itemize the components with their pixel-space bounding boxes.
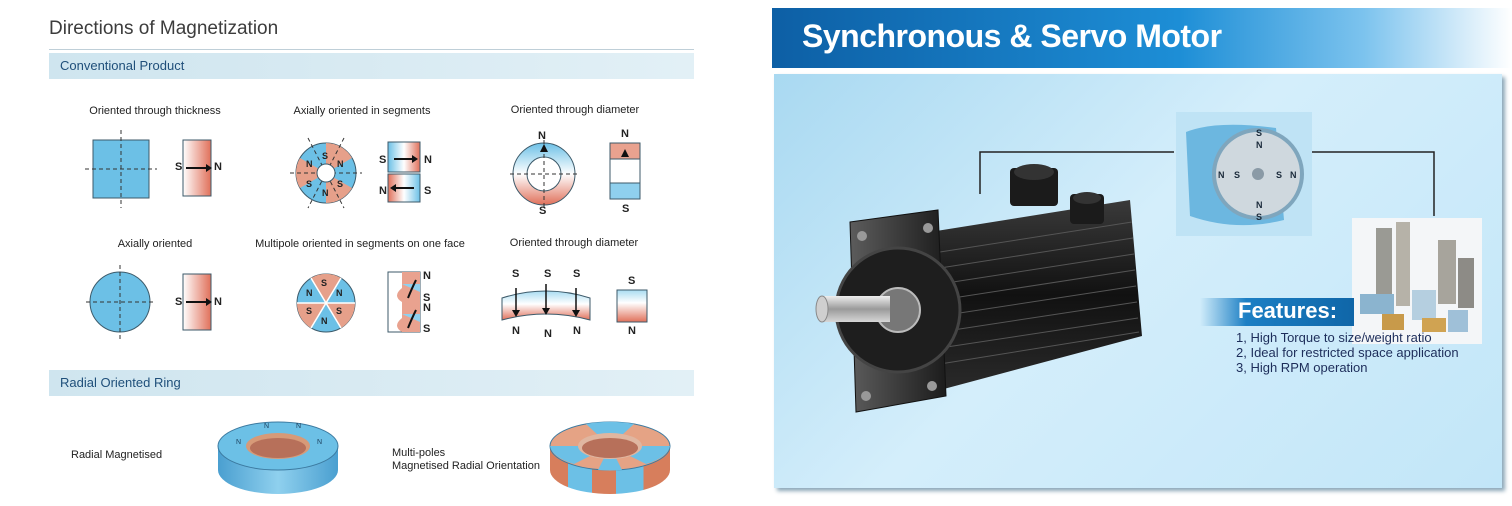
rotor-pole-mark: S [1256,212,1262,222]
rotor-pole-mark: N [1256,140,1263,150]
pole-n: N [423,302,431,314]
rotor-pole-mark: N [1290,170,1297,180]
label-radial-magnetised: Radial Magnetised [71,449,163,461]
ring-pole-mark: N [317,439,322,446]
pole-s: S [306,306,313,316]
caption-oriented-diameter-2: Oriented through diameter [509,237,639,249]
label-multipoles: Multi-poles [392,447,446,459]
pole-n: N [544,328,552,340]
page-title: Directions of Magnetization [49,18,279,39]
features-title: Features: [1238,298,1338,323]
caption-axially-oriented: Axially oriented [117,238,193,250]
magnetization-panel: Directions of Magnetization Conventional… [49,18,694,494]
rotor-pole-mark: N [1256,200,1263,210]
rotor-pole-mark: S [1234,170,1240,180]
pole-s: S [512,268,520,280]
pole-s: S [175,161,183,173]
rotor-pole-mark: S [1256,128,1262,138]
ring-diameter-diagram [510,140,578,208]
multipole-disc-diagram [296,273,356,333]
feature-item: 2, Ideal for restricted space applicatio… [1236,345,1459,360]
pole-s: S [573,268,581,280]
pole-s: S [337,179,344,189]
pole-s: S [622,203,630,215]
title-divider [49,49,694,50]
multipole-ring-diagram [549,421,671,494]
rotor-poles-image: S N N S S N N S [1176,112,1312,236]
pole-s: S [628,275,636,287]
multipole-bar-diagram [387,271,421,333]
pole-n: N [628,325,636,337]
pole-s: S [544,268,552,280]
block-diameter-diagram [616,289,648,323]
caption-oriented-thickness: Oriented through thickness [89,105,221,117]
pole-s: S [336,306,343,316]
pole-s: S [306,179,313,189]
motor-title: Synchronous & Servo Motor [802,18,1222,54]
square-magnet-diagram [85,130,157,208]
rotor-pole-mark: N [1218,170,1225,180]
pole-n: N [322,188,329,198]
title-banner: Synchronous & Servo Motor [772,8,1512,68]
features-list: 1, High Torque to size/weight ratio 2, I… [1236,330,1459,375]
pole-s: S [539,205,547,217]
pole-n: N [379,185,387,197]
feature-item: 1, High Torque to size/weight ratio [1236,330,1432,345]
disc-axial-diagram [86,265,156,341]
pole-n: N [512,325,520,337]
caption-axially-segments: Axially oriented in segments [293,105,431,117]
pole-n: N [336,288,343,298]
motor-showcase: S N N S S N N S [774,74,1502,488]
pole-s: S [379,154,387,166]
section-label-conventional: Conventional Product [60,58,185,73]
pole-n: N [621,128,629,140]
pole-s: S [423,323,431,335]
bar-magnet-thickness [182,139,212,197]
section-band-radial: Radial Oriented Ring [49,370,694,396]
pole-n: N [423,270,431,282]
caption-multipole-segments: Multipole oriented in segments on one fa… [255,238,465,250]
pole-n: N [573,325,581,337]
caption-oriented-diameter-1: Oriented through diameter [510,104,640,116]
servo-motor-image [815,164,1142,413]
ring-pole-mark: N [296,423,301,430]
pole-n: N [538,130,546,142]
magnet-samples-image [1352,218,1482,344]
bar-magnet-axial [182,273,212,331]
ring-pole-mark: N [236,439,241,446]
label-multipoles-orientation: Magnetised Radial Orientation [392,460,540,472]
pole-n: N [337,159,344,169]
pole-n: N [321,316,328,326]
arc-segment-diagram [501,284,591,321]
bar-magnet-segments [387,141,421,203]
features-band [1200,298,1354,326]
pole-n: N [424,154,432,166]
radial-ring-diagram: N N N N [217,421,339,494]
pole-n: N [214,161,222,173]
pole-s: S [423,292,431,304]
rotor-pole-mark: S [1276,170,1282,180]
pole-s: S [321,278,328,288]
pole-n: N [306,159,313,169]
section-label-radial: Radial Oriented Ring [60,375,181,390]
section-band-conventional: Conventional Product [49,53,694,79]
pole-n: N [306,288,313,298]
pole-s: S [175,296,183,308]
pole-s: S [322,151,329,161]
segmented-disc-diagram [290,137,362,209]
pole-s: S [424,185,432,197]
cylinder-diameter-diagram [609,142,641,200]
pole-n: N [214,296,222,308]
ring-pole-mark: N [264,423,269,430]
feature-item: 3, High RPM operation [1236,360,1368,375]
servo-motor-panel: Synchronous & Servo Motor [772,0,1512,506]
